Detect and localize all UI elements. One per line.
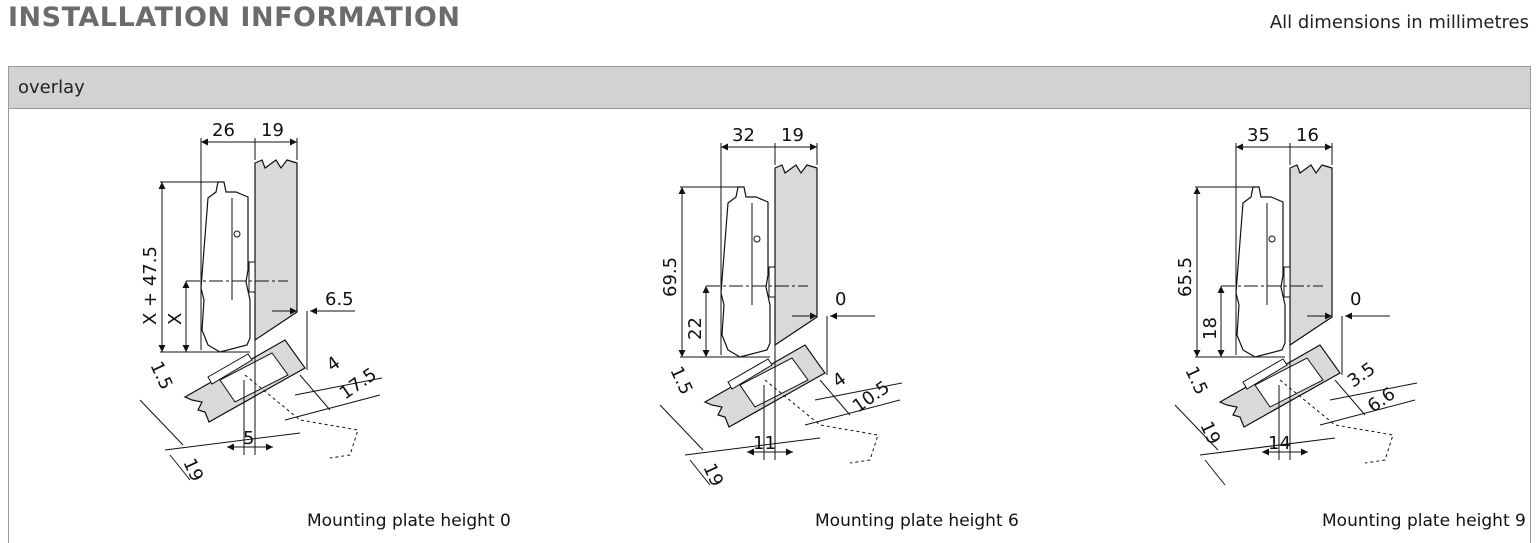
dim-door: 19 [1195,418,1224,448]
section-label: overlay [18,77,85,98]
caption-drawing-2: Mounting plate height 6 [815,511,1019,531]
dim-door: 19 [178,455,207,485]
dim-height-total: 65.5 [1175,257,1196,297]
dim-top-right: 19 [781,125,804,146]
dim-height-axis: 22 [685,317,706,340]
dim-top-left: 35 [1247,125,1270,146]
page-title: INSTALLATION INFORMATION [8,2,461,33]
dim-top-left: 26 [212,120,235,141]
caption-drawing-1: Mounting plate height 0 [307,511,511,531]
dim-bottom: 5 [243,428,254,449]
dim-overlay: 6.5 [325,289,354,310]
dim-overlay: 0 [1350,289,1361,310]
units-note: All dimensions in millimetres [1269,12,1529,33]
dim-bottom: 14 [1268,433,1291,454]
hinge-drawing-3: 35 16 65.5 18 0 3.5 6.6 1.5 19 14 [1175,125,1417,485]
hinge-drawing-1: 26 19 X + 47.5 X 6.5 4 17.5 1.5 19 5 [140,120,382,485]
dim-overlay: 0 [835,289,846,310]
dim-plate: 1.5 [665,363,696,398]
dim-gap: 4 [829,368,850,392]
hinge-outline [660,143,902,485]
overlay-section: overlay [8,66,1531,543]
caption-drawing-3: Mounting plate height 9 [1322,511,1526,531]
hinge-drawing-2: 32 19 69.5 22 0 4 10.5 1.5 19 11 [660,125,902,490]
dim-height-total: X + 47.5 [140,246,161,325]
dim-height-axis: 18 [1200,317,1221,340]
dim-bottom: 11 [753,433,776,454]
dim-height-axis: X [165,313,186,325]
dim-gap: 3.5 [1344,358,1380,392]
dim-clearance: 10.5 [849,377,894,417]
dim-top-right: 16 [1296,125,1319,146]
dim-plate: 1.5 [1180,363,1211,398]
dim-plate: 1.5 [145,358,176,393]
section-header: overlay [9,67,1530,109]
dim-top-left: 32 [732,125,755,146]
dim-top-right: 19 [261,120,284,141]
dim-height-total: 69.5 [660,257,681,297]
dim-gap: 4 [323,352,344,376]
dim-door: 19 [698,460,727,490]
